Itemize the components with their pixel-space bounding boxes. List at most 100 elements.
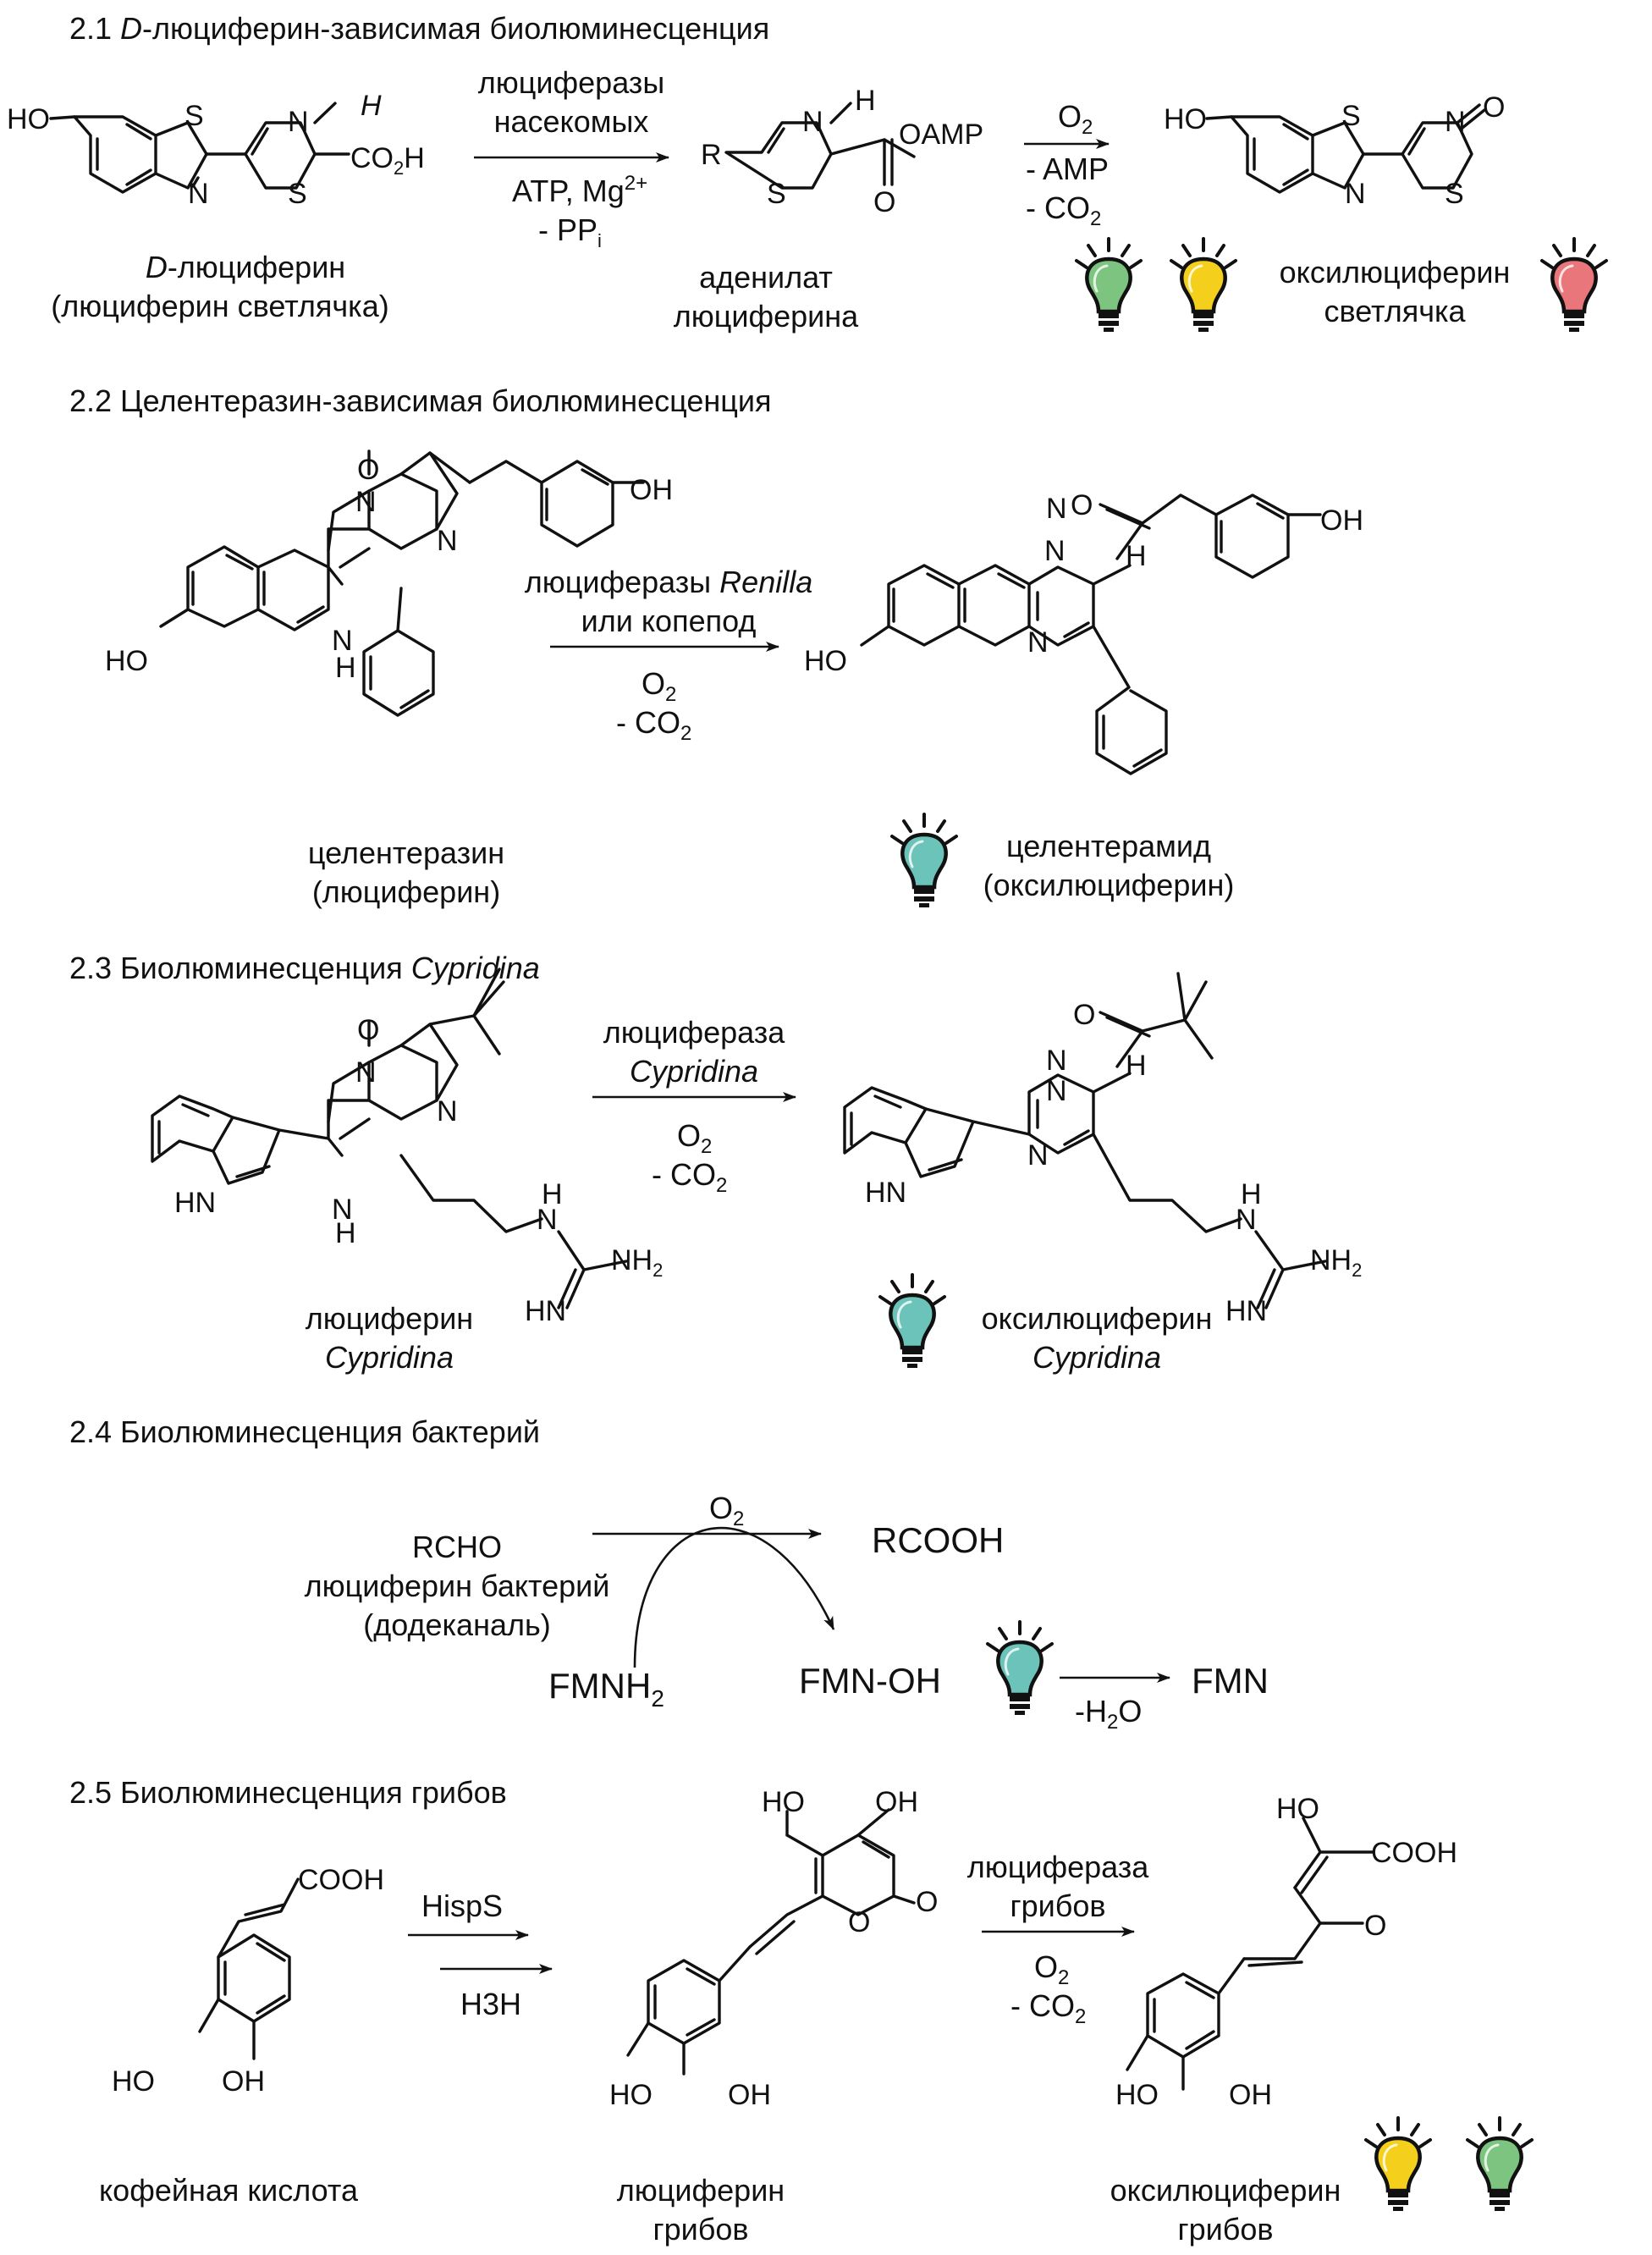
oxyluciferin-structure: HO S N N S O bbox=[1164, 91, 1505, 210]
lightbulb-icon bbox=[1075, 237, 1143, 332]
arrow-2: O2 - AMP - CO2 bbox=[1024, 99, 1110, 230]
atom-label: O bbox=[873, 186, 895, 218]
atom-label: CO2H bbox=[350, 142, 425, 179]
reagent-text: - CO2 bbox=[1026, 190, 1101, 230]
cypridina-oxyluciferin-label: оксилюциферин bbox=[982, 1301, 1213, 1336]
arrow-5: HispS H3H bbox=[408, 1888, 553, 2021]
atom-label: OH bbox=[1229, 2079, 1272, 2111]
reagent-text: насекомых bbox=[494, 104, 649, 139]
atom-label: OH bbox=[222, 2065, 265, 2098]
reagent-text: O2 bbox=[1034, 1949, 1069, 1989]
arrow-1: люциферазы насекомых ATP, Mg2+ - PPi bbox=[474, 65, 669, 251]
cypridina-luciferin-structure: O N N HN N H N H NH2 HN bbox=[151, 968, 663, 1327]
curved-arrow bbox=[633, 1526, 835, 1668]
atom-label: S bbox=[184, 100, 204, 132]
atom-label: N bbox=[437, 525, 458, 557]
arrow-3: люциферазы Renilla или копепод O2 - CO2 bbox=[525, 565, 812, 745]
reagent-text: грибов bbox=[1010, 1888, 1105, 1923]
atom-label: HO bbox=[7, 103, 50, 135]
atom-label: O bbox=[1071, 489, 1093, 521]
section-title: 2.5 Биолюминесценция грибов bbox=[69, 1775, 507, 1810]
atom-label: S bbox=[1341, 100, 1361, 132]
lightbulb-icon bbox=[1466, 2116, 1534, 2211]
lightbulb-icon bbox=[986, 1620, 1054, 1715]
enzyme-label: HispS bbox=[421, 1888, 503, 1923]
lightbulb-icon bbox=[1364, 2116, 1432, 2211]
atom-label: N bbox=[288, 106, 309, 138]
coelenteramide-label-line2: (оксилюциферин) bbox=[983, 868, 1235, 902]
atom-label: H bbox=[855, 85, 876, 117]
atom-label: OH bbox=[630, 474, 673, 506]
atom-label: HO bbox=[1115, 2079, 1159, 2111]
reagent-text: Cypridina bbox=[630, 1054, 758, 1089]
atom-label: N bbox=[355, 1056, 377, 1089]
fungal-oxyluciferin-label: оксилюциферин bbox=[1110, 2173, 1341, 2208]
atom-label: O bbox=[916, 1886, 938, 1918]
cypridina-luciferin-label-line2: Cypridina bbox=[325, 1340, 454, 1375]
reagent-text: или копепод bbox=[581, 604, 757, 638]
fungal-luciferin-label-line2: грибов bbox=[653, 2212, 748, 2247]
reagent-text: -H2O bbox=[1075, 1694, 1142, 1734]
atom-label: HO bbox=[762, 1786, 805, 1818]
atom-label: COOH bbox=[1371, 1837, 1457, 1869]
reagent-text: - CO2 bbox=[1010, 1988, 1086, 2028]
caffeic-acid-structure: COOH HO OH bbox=[112, 1864, 384, 2098]
atom-label: N bbox=[1044, 535, 1066, 567]
atom-label: N bbox=[1046, 1075, 1067, 1107]
final-product-text: FMN bbox=[1192, 1661, 1269, 1701]
section-2-3: 2.3 Биолюминесценция Cypridina O N N HN … bbox=[69, 951, 1362, 1375]
atom-label: O bbox=[1483, 91, 1505, 124]
adenylate-label-line2: люциферина bbox=[674, 299, 859, 334]
atom-label: N bbox=[1236, 1204, 1257, 1236]
section-title: 2.4 Биолюминесценция бактерий bbox=[69, 1414, 540, 1449]
lightbulb-icon bbox=[890, 813, 958, 907]
atom-label: O bbox=[357, 1014, 379, 1046]
reagent-text: O2 bbox=[642, 666, 676, 706]
atom-label: HO bbox=[1276, 1793, 1319, 1825]
d-luciferin-structure: HO S N N S H CO2H bbox=[7, 90, 425, 210]
atom-label: N bbox=[1027, 626, 1049, 659]
coelenterazine-label-line2: (люциферин) bbox=[312, 874, 500, 909]
luciferyl-adenylate-structure: R N S H OAMP O bbox=[701, 85, 983, 218]
atom-label: HN bbox=[865, 1177, 906, 1209]
atom-label: N bbox=[332, 1194, 353, 1226]
atom-label: OH bbox=[728, 2079, 771, 2111]
section-title: 2.1 D-люциферин-зависимая биолюминесценц… bbox=[69, 11, 769, 46]
reagent-text: O2 bbox=[677, 1118, 712, 1158]
fungal-oxyluciferin-structure: HO COOH O HO OH bbox=[1115, 1793, 1457, 2111]
atom-label: HN bbox=[525, 1295, 566, 1327]
reagent-text: ATP, Mg2+ bbox=[512, 172, 647, 208]
lightbulb-icon bbox=[1170, 237, 1237, 332]
reagent-text: O2 bbox=[1058, 99, 1093, 139]
atom-label: N bbox=[1445, 106, 1466, 138]
reactant-text: RCHO bbox=[412, 1530, 502, 1564]
fungal-luciferin-structure: HO OH O O HO OH bbox=[609, 1786, 938, 2111]
atom-label: N bbox=[355, 486, 377, 518]
atom-label: N bbox=[802, 106, 823, 138]
reactant-text: (додеканаль) bbox=[363, 1607, 550, 1642]
lightbulb-icon bbox=[878, 1273, 946, 1368]
atom-label: O bbox=[1364, 1910, 1386, 1942]
product-text: RCOOH bbox=[872, 1520, 1004, 1560]
atom-label: S bbox=[288, 178, 307, 210]
section-2-5: 2.5 Биолюминесценция грибов COOH HO OH к… bbox=[69, 1775, 1534, 2247]
atom-label: H bbox=[1241, 1178, 1262, 1210]
cofactor-text: FMNH2 bbox=[548, 1666, 664, 1712]
atom-label: H bbox=[1126, 540, 1147, 572]
cypridina-luciferin-label: люциферин bbox=[306, 1301, 473, 1336]
atom-label: N bbox=[537, 1204, 558, 1236]
fungal-luciferin-label: люциферин bbox=[617, 2173, 785, 2208]
atom-label: H bbox=[335, 1217, 356, 1249]
atom-label: N bbox=[1345, 178, 1366, 210]
coelenterazine-label: целентеразин bbox=[308, 835, 504, 870]
cypridina-oxyluciferin-structure: O N H N N HN N H NH2 HN bbox=[843, 972, 1362, 1327]
d-luciferin-label-line2: (люциферин светлячка) bbox=[51, 289, 388, 323]
atom-label: HO bbox=[609, 2079, 653, 2111]
atom-label: OAMP bbox=[899, 119, 983, 151]
atom-label: HO bbox=[1164, 103, 1207, 135]
adenylate-label: аденилат bbox=[699, 260, 833, 295]
reagent-text: - AMP bbox=[1026, 152, 1109, 186]
atom-label: COOH bbox=[298, 1864, 384, 1896]
cypridina-oxyluciferin-label-line2: Cypridina bbox=[1032, 1340, 1161, 1375]
section-2-4: 2.4 Биолюминесценция бактерий O2 RCHO лю… bbox=[69, 1414, 1269, 1734]
